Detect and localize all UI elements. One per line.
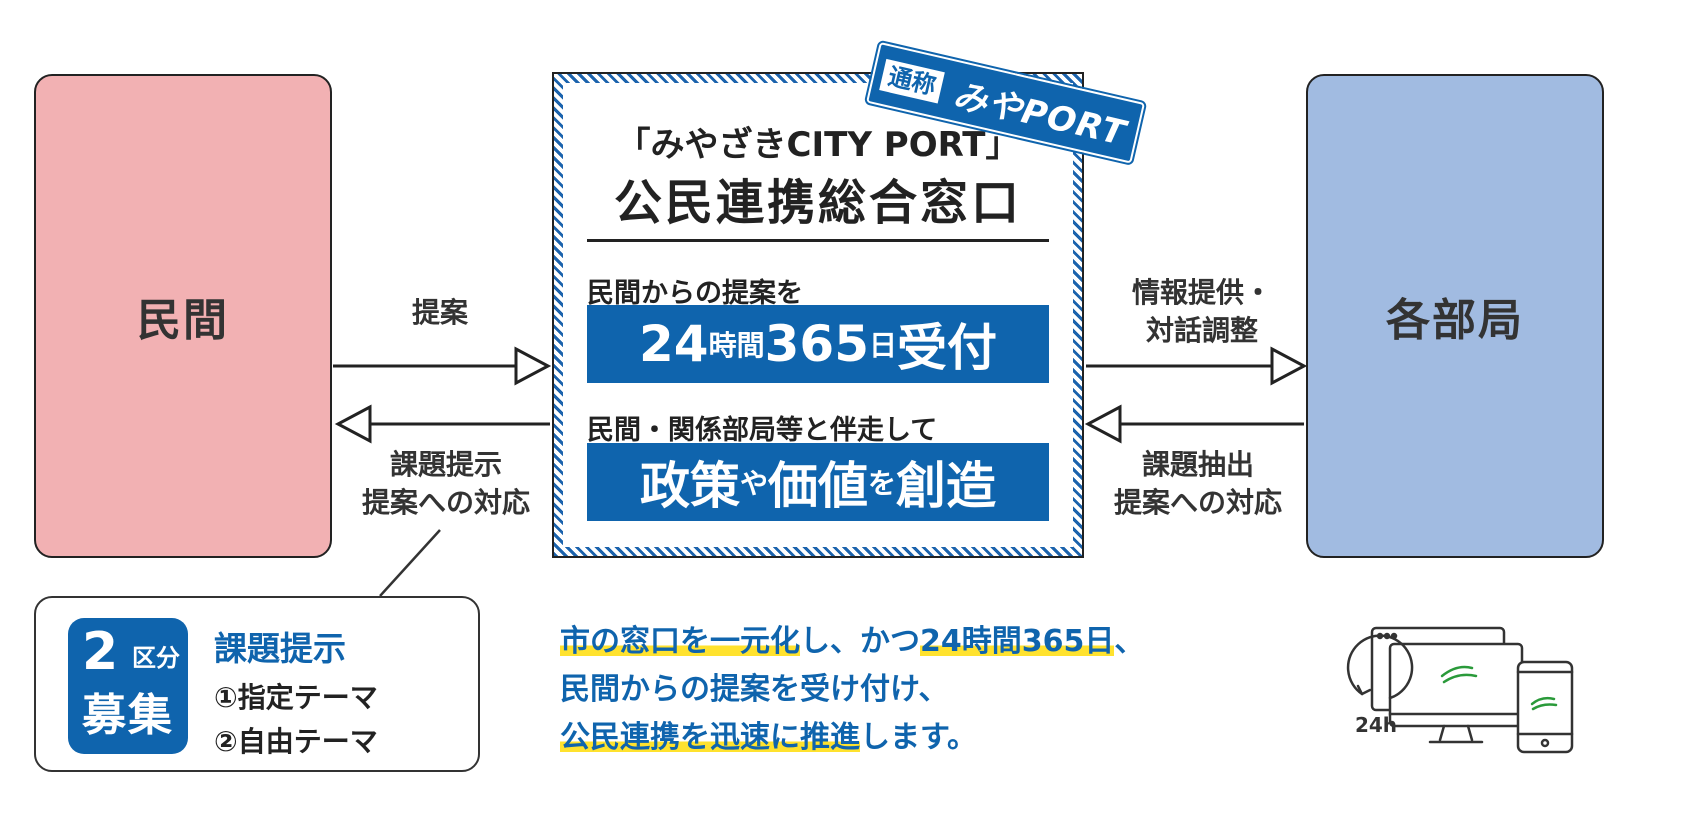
badge-number: 2 — [82, 622, 119, 682]
band2-part-c: 価値 — [768, 457, 868, 515]
devices-24h-icon: 24h — [1346, 626, 1574, 754]
departments-label: 各部局 — [1386, 295, 1524, 346]
lead-text-2: 民間・関係部局等と伴走して — [587, 415, 938, 446]
arrow-extract-head — [1084, 404, 1122, 444]
description-line3: 公民連携を迅速に推進します。 — [560, 714, 1144, 762]
label-issue-line2: 提案への対応 — [361, 485, 530, 519]
clock-label: 24h — [1355, 713, 1397, 737]
title-divider — [587, 239, 1049, 242]
band1-part-c: 365 — [764, 315, 869, 373]
lead-text-1: 民間からの提案を — [587, 278, 803, 309]
label-extract-line1: 課題抽出 — [1141, 448, 1254, 481]
label-issue-line1: 課題提示 — [389, 448, 502, 481]
recruitment-callout: 2 区分 募集 課題提示 ①指定テーマ ②自由テーマ — [34, 596, 480, 772]
band1-part-b: 時間 — [708, 329, 765, 362]
window-title-line2: 公民連携総合窓口 — [613, 175, 1022, 231]
label-issue-presentation: 課題提示 提案への対応 — [346, 446, 546, 522]
arrow-proposal-head — [514, 346, 552, 386]
band2-part-d: を — [868, 467, 897, 500]
highlight-unify: 市の窓口を一元化 — [560, 624, 800, 659]
callout-pointer — [379, 529, 441, 597]
badge-small-text: 区分 — [132, 644, 180, 672]
band2-part-e: 創造 — [896, 457, 997, 515]
departments-box: 各部局 — [1306, 74, 1604, 558]
description-line2: 民間からの提案を受け付け、 — [560, 672, 949, 707]
highlight-promote: 公民連携を迅速に推進 — [560, 720, 860, 755]
arrow-issue-head — [334, 404, 372, 444]
description-line1-mid: し、かつ — [800, 624, 920, 659]
label-info-line1: 情報提供・ — [1131, 276, 1272, 309]
band2-part-b: や — [739, 467, 768, 500]
recruitment-badge: 2 区分 募集 — [68, 618, 188, 754]
callout-item-designated: ①指定テーマ — [214, 681, 378, 714]
private-sector-label: 民間 — [137, 295, 229, 346]
label-issue-extraction: 課題抽出 提案への対応 — [1098, 446, 1298, 522]
label-extract-line2: 提案への対応 — [1113, 485, 1282, 519]
label-proposal: 提案 — [412, 296, 469, 329]
band1-part-a: 24 — [639, 315, 709, 373]
window-title-line1: 「みやざきCITY PORT」 — [616, 125, 1020, 165]
band1-part-e: 受付 — [897, 319, 997, 377]
label-info-provision: 情報提供・ 対話調整 — [1112, 274, 1292, 350]
callout-item-free: ②自由テーマ — [214, 725, 378, 758]
description-line3-end: します。 — [860, 720, 977, 755]
badge-big-text: 募集 — [82, 690, 174, 741]
band1-part-d: 日 — [868, 329, 897, 362]
callout-heading: 課題提示 — [214, 629, 346, 668]
description-line1-end: 、 — [1114, 624, 1145, 659]
highlight-24h: 24時間365日 — [920, 624, 1115, 659]
label-info-line2: 対話調整 — [1145, 313, 1258, 347]
arrow-info-head — [1270, 346, 1308, 386]
description-text: 市の窓口を一元化し、かつ24時間365日、 民間からの提案を受け付け、 公民連携… — [560, 618, 1144, 762]
private-sector-box: 民間 — [34, 74, 332, 558]
band2-part-a: 政策 — [639, 457, 740, 515]
band-policy-value: 政策や価値を創造 — [587, 443, 1049, 521]
description-line1: 市の窓口を一元化し、かつ24時間365日、 — [560, 618, 1144, 666]
